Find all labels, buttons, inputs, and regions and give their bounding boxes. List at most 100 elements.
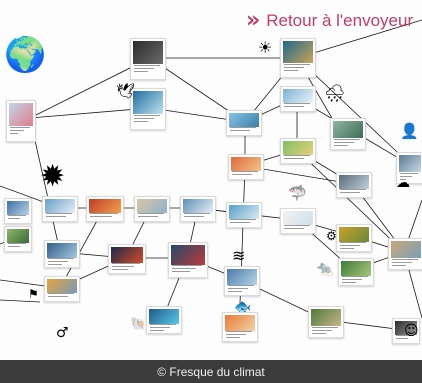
rain-cloud-icon: 🌧: [324, 84, 346, 104]
climate-card-cracked-earth[interactable]: [226, 202, 262, 228]
card-photo: [89, 199, 121, 213]
climate-card-waterfall[interactable]: [6, 100, 36, 142]
card-caption-line: [400, 173, 418, 174]
climate-card-rocky-coast[interactable]: [226, 110, 262, 136]
card-caption-line: [230, 127, 256, 128]
card-caption-line: [230, 222, 250, 223]
card-photo: [311, 309, 341, 327]
card-photo: [7, 201, 29, 215]
bird-icon: 🕊: [116, 82, 136, 100]
climate-card-teal-wave[interactable]: [222, 312, 258, 342]
climate-card-coral[interactable]: [388, 238, 422, 270]
card-caption-line: [48, 261, 68, 262]
climate-card-ocean-mountain[interactable]: [4, 226, 32, 252]
card-caption-line: [284, 64, 310, 65]
card-caption-line: [342, 276, 368, 277]
card-caption-line: [284, 106, 304, 107]
gingerbread-figure-icon: 👤: [400, 122, 419, 140]
card-caption-line: [172, 271, 190, 272]
climate-card-tropical-sea[interactable]: [130, 88, 166, 130]
card-caption-line: [90, 213, 118, 214]
connection-line: [0, 299, 41, 303]
card-caption-line: [284, 225, 310, 226]
card-caption-line: [184, 216, 204, 217]
card-caption-line: [284, 155, 310, 156]
climate-card-flooded-field[interactable]: [336, 172, 372, 198]
climate-card-grass[interactable]: [392, 318, 420, 344]
card-photo: [229, 205, 259, 219]
card-caption-line: [150, 324, 176, 325]
card-caption-line: [228, 285, 254, 286]
climate-card-red-sky[interactable]: [396, 152, 422, 184]
card-caption-line: [230, 219, 256, 220]
climate-card-fish-tank[interactable]: [336, 224, 372, 252]
wind-icon: ≋: [232, 246, 246, 265]
climate-card-sunset-sea[interactable]: [280, 86, 316, 112]
card-caption-line: [340, 242, 366, 243]
climate-card-city-flood[interactable]: [280, 38, 316, 78]
card-caption-line: [134, 118, 154, 119]
climate-card-glacier[interactable]: [4, 198, 32, 224]
card-photo: [283, 211, 313, 225]
card-caption-line: [340, 192, 360, 193]
climate-card-coral-pink[interactable]: [108, 244, 146, 274]
connection-line: [296, 19, 422, 59]
card-caption-line: [312, 327, 338, 328]
card-caption-line: [284, 158, 304, 159]
card-photo: [391, 241, 421, 259]
card-caption-line: [226, 331, 252, 332]
card-photo: [111, 247, 143, 264]
globe-icon: 🌍: [4, 35, 47, 75]
card-caption-line: [150, 327, 170, 328]
card-caption-line: [112, 266, 134, 267]
back-to-sender-label: Retour à l'envoyeur: [266, 11, 414, 30]
card-photo: [333, 121, 363, 139]
climate-card-green-field[interactable]: [146, 306, 182, 334]
card-caption-line: [150, 330, 164, 331]
card-photo: [183, 199, 213, 213]
card-caption-line: [10, 130, 24, 131]
climate-card-sand[interactable]: [308, 306, 344, 338]
card-caption-line: [134, 121, 148, 122]
climate-card-desert[interactable]: [228, 154, 264, 180]
card-caption-line: [134, 65, 160, 66]
card-caption-line: [400, 176, 412, 177]
fish-icon: 🐟: [234, 299, 252, 315]
climate-card-dark-cave[interactable]: [130, 38, 166, 80]
card-photo: [47, 279, 77, 293]
climate-card-wildfire[interactable]: [44, 276, 80, 302]
card-photo: [133, 91, 163, 115]
climate-card-ice-blue[interactable]: [224, 266, 260, 296]
climate-card-sunrise[interactable]: [168, 242, 208, 278]
card-caption-line: [90, 216, 112, 217]
card-caption-line: [284, 103, 310, 104]
human-figure-icon: ♂: [56, 325, 69, 341]
shell-icon: 🐚: [130, 317, 147, 332]
climate-card-forest[interactable]: [280, 208, 316, 234]
card-caption-line: [112, 263, 140, 264]
climate-card-rain-scene[interactable]: [86, 196, 124, 222]
climate-card-polar-ice[interactable]: [134, 196, 170, 222]
virus-icon: ✹: [40, 159, 66, 194]
back-to-sender-link[interactable]: » Retour à l'envoyeur: [246, 6, 413, 36]
climate-card-moon-sky[interactable]: [44, 240, 80, 268]
card-caption-line: [226, 337, 240, 338]
climate-card-leafy-scene[interactable]: [338, 258, 374, 286]
card-caption-line: [48, 264, 62, 265]
card-caption-line: [134, 68, 154, 69]
card-caption-line: [228, 288, 248, 289]
card-photo: [339, 227, 369, 243]
card-caption-line: [184, 213, 210, 214]
card-caption-line: [230, 130, 250, 131]
card-caption-line: [226, 334, 246, 335]
card-caption-line: [340, 189, 366, 190]
card-caption-line: [48, 293, 74, 294]
climate-card-sea-surface[interactable]: [180, 196, 216, 222]
card-caption-line: [392, 259, 418, 260]
climate-card-lake[interactable]: [280, 138, 316, 164]
climate-card-jungle[interactable]: [42, 196, 78, 222]
card-photo: [395, 321, 417, 335]
climate-card-sea-ice[interactable]: [330, 118, 366, 150]
card-photo: [227, 269, 257, 286]
card-caption-line: [8, 218, 20, 219]
